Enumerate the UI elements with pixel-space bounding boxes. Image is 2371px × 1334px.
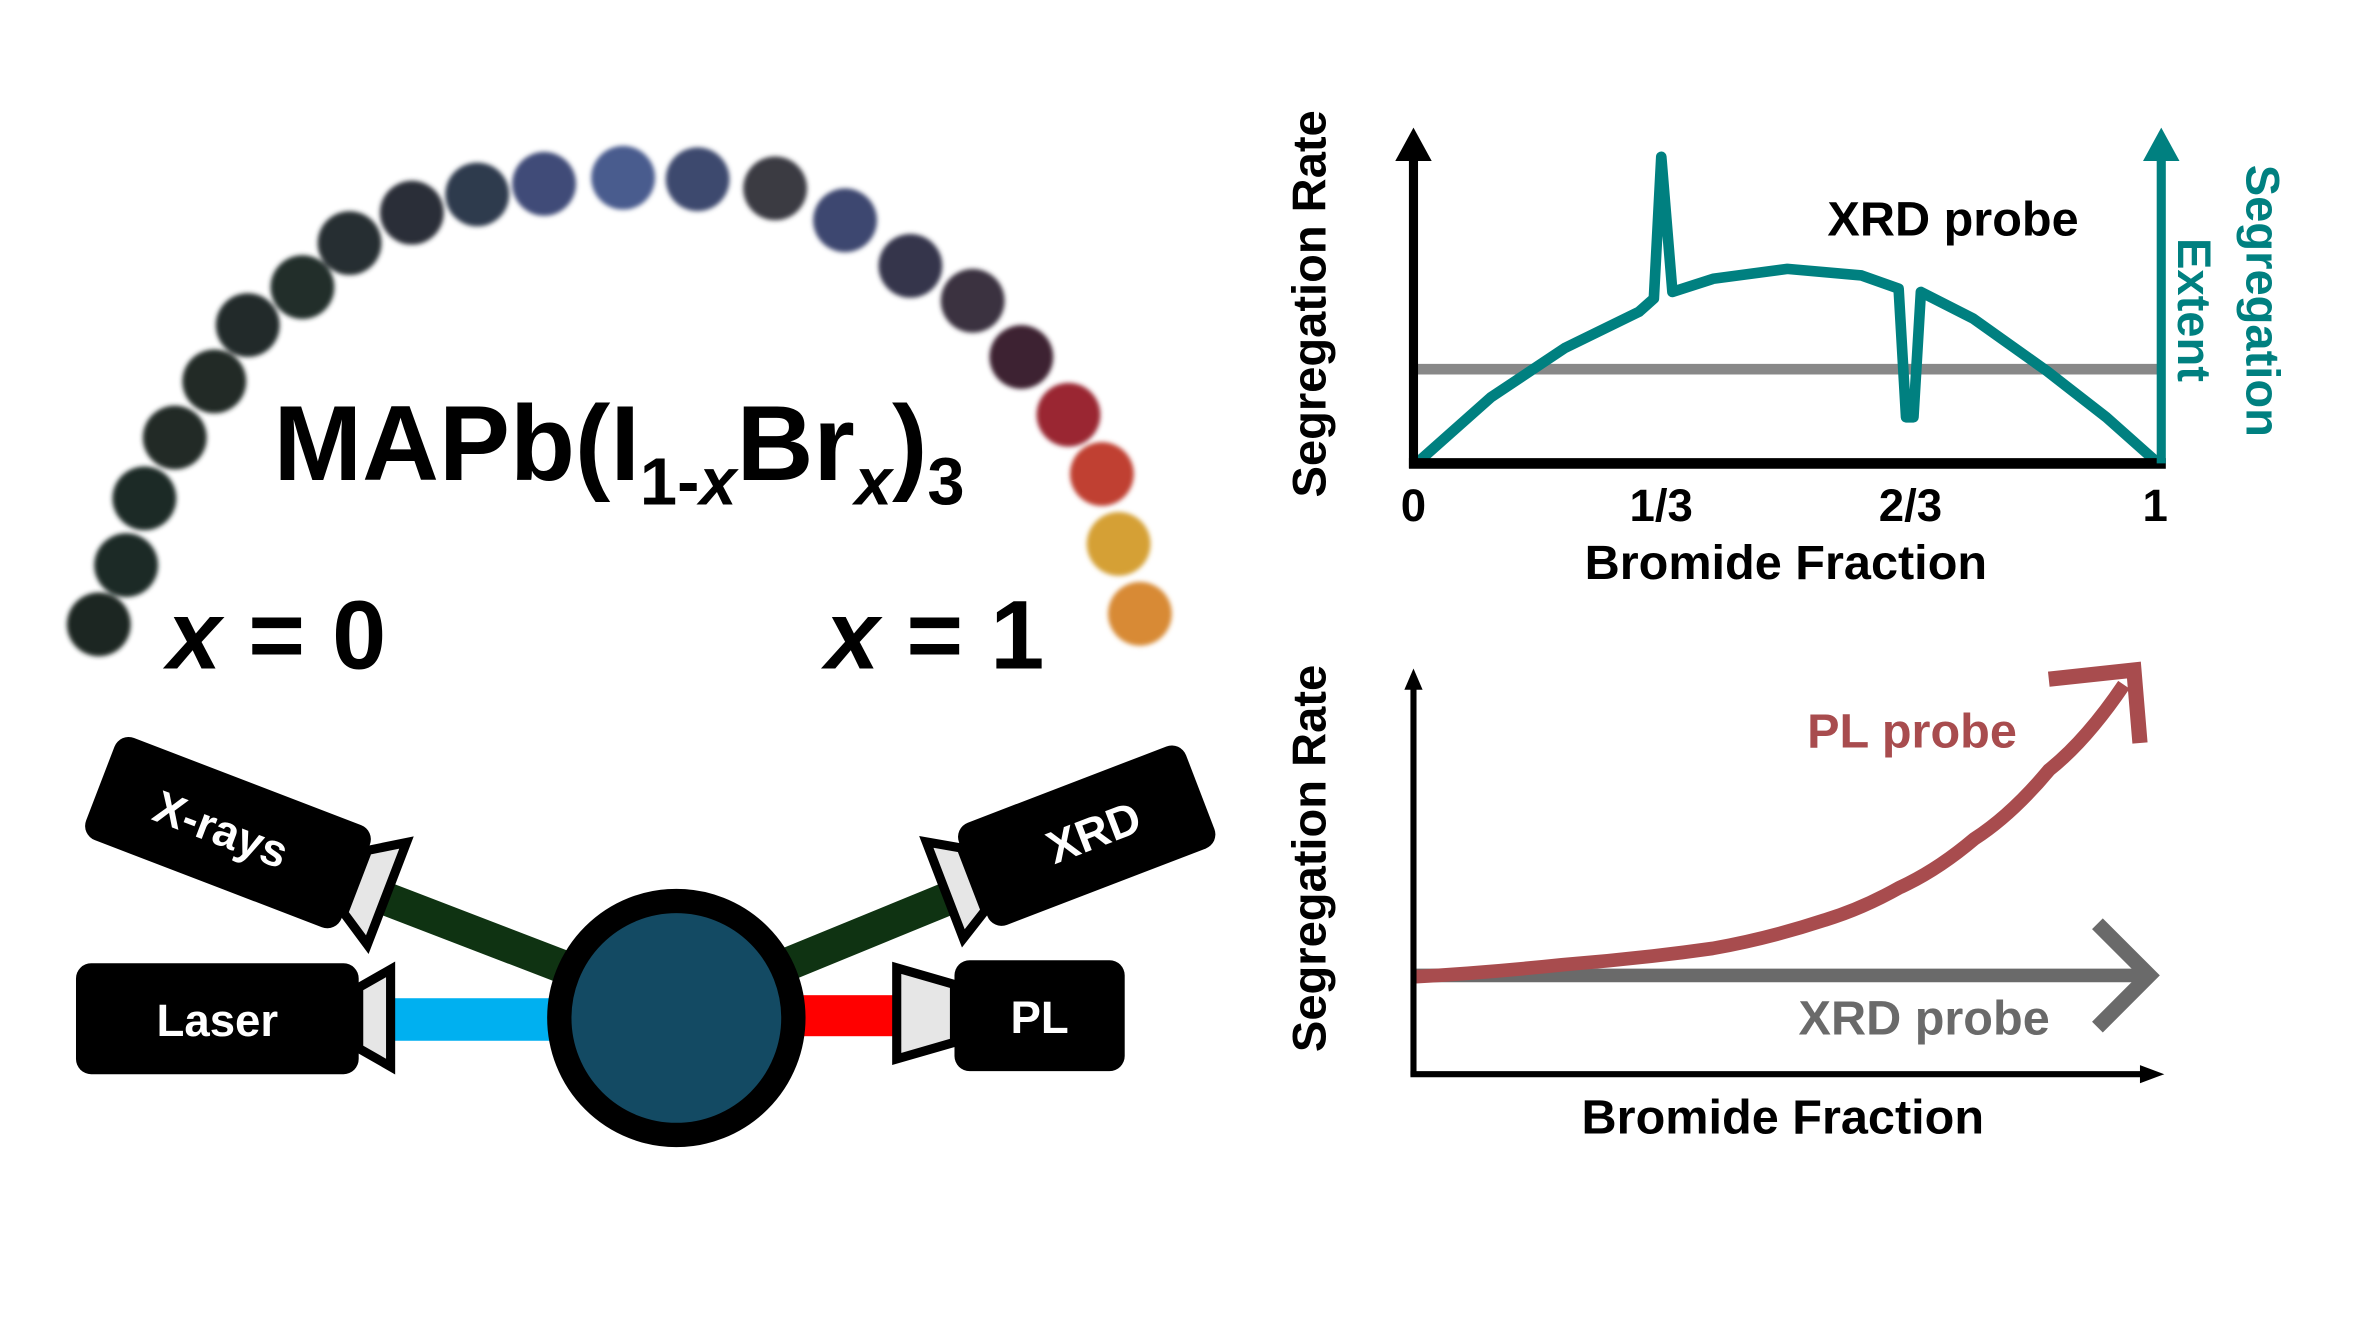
- pl-nozzle: [892, 961, 960, 1066]
- sample-dot: [743, 156, 808, 221]
- sample-dot: [142, 405, 207, 470]
- segregation-extent-curve: [1412, 151, 2162, 468]
- pl-probe-curve: [1413, 680, 2130, 984]
- sample-dot: [665, 147, 730, 212]
- sample-dot: [1069, 442, 1134, 506]
- bottom-x-axis-arrowhead: [2139, 1065, 2165, 1084]
- sample-dot: [182, 349, 247, 414]
- xrd-probe-annotation: XRD probe: [1827, 193, 2078, 247]
- sample-dot: [1107, 581, 1172, 646]
- sample-dot: [215, 293, 280, 358]
- pl-beam: [793, 995, 900, 1037]
- sample-dot: [813, 188, 877, 253]
- top-y-axis-label: Segregation Rate: [1282, 110, 1335, 497]
- sample-dot: [989, 325, 1054, 389]
- sample-dot: [445, 162, 510, 227]
- sample-dot: [1086, 512, 1151, 576]
- sample-dot: [379, 180, 444, 245]
- sample-dot: [317, 211, 382, 276]
- tick-1-3: 1/3: [1630, 480, 1693, 531]
- right-y-axis-arrowhead: [2143, 127, 2180, 162]
- right-y-axis-label-2: Extent: [2168, 238, 2221, 382]
- laser-beam: [392, 998, 560, 1041]
- sample-dot: [1036, 382, 1101, 447]
- sample-dot: [66, 592, 131, 657]
- pl-detector: PL: [892, 960, 1125, 1072]
- sample-dot: [591, 145, 656, 210]
- bottom-y-axis-label: Segregation Rate: [1282, 665, 1335, 1052]
- tick-2-3: 2/3: [1879, 480, 1942, 531]
- bottom-y-axis-arrowhead: [1404, 668, 1423, 690]
- xrd-detector: XRD: [919, 745, 1216, 948]
- sample-film: [547, 888, 806, 1148]
- xray-source: X-rays: [85, 736, 414, 955]
- xrd-beam: [768, 877, 967, 985]
- right-y-axis-label-1: Segregation: [2236, 165, 2289, 437]
- xrd-probe-arrowhead: [2092, 918, 2160, 1033]
- sample-color-series: [66, 145, 1172, 657]
- xray-beam: [373, 880, 584, 988]
- xray-nozzle: [338, 836, 414, 955]
- sample-dot: [940, 268, 1005, 333]
- top-x-axis-label: Bromide Fraction: [1585, 536, 1988, 590]
- sample-dot: [94, 533, 159, 598]
- top-chart: 0 1/3 2/3 1 Bromide Fraction Segregation…: [1282, 110, 2289, 590]
- bottom-chart: PL probe XRD probe Bromide Fraction Segr…: [1282, 661, 2165, 1144]
- bottom-x-axis-label: Bromide Fraction: [1582, 1090, 1985, 1144]
- pl-probe-arrowhead: [2047, 661, 2148, 744]
- laser-source: Laser: [75, 961, 396, 1075]
- xrd-nozzle: [919, 835, 991, 948]
- sample-dot: [270, 255, 335, 320]
- xrd-probe-label: XRD probe: [1799, 992, 2050, 1046]
- top-y-axis-arrowhead: [1395, 127, 1432, 162]
- laser-nozzle: [354, 961, 396, 1075]
- pl-probe-label: PL probe: [1807, 705, 2017, 759]
- sample-dot: [512, 151, 577, 216]
- pl-label: PL: [1010, 992, 1068, 1043]
- label-x-equals-1: x = 1: [820, 581, 1044, 690]
- tick-1: 1: [2142, 480, 2167, 531]
- sample-dot: [878, 233, 943, 298]
- sample-dot: [112, 466, 177, 531]
- laser-label: Laser: [157, 995, 279, 1046]
- formula-title: MAPb(I1-xBrx)3: [274, 384, 965, 519]
- label-x-equals-0: x = 0: [162, 581, 386, 690]
- tick-0: 0: [1401, 480, 1426, 531]
